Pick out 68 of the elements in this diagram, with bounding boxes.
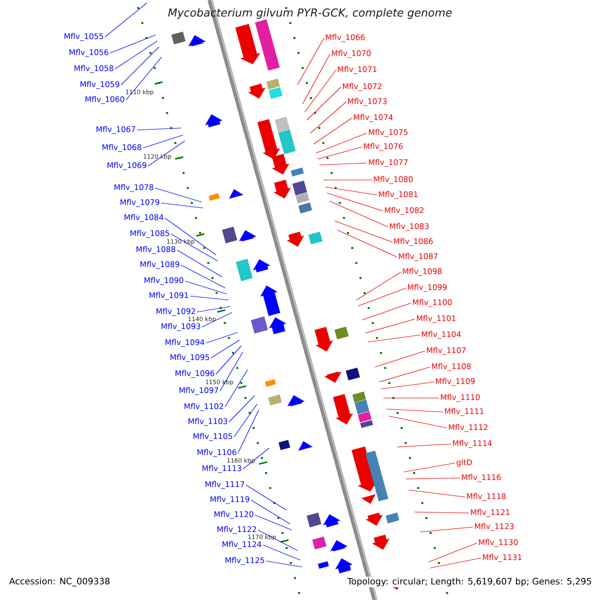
leader-line (254, 514, 292, 530)
leader-line (160, 202, 204, 208)
leader-line (126, 56, 162, 100)
leader-line (228, 395, 256, 422)
title: Mycobacterium gilvum PYR-GCK, complete genome (168, 8, 452, 19)
leader-line (250, 500, 290, 524)
leader-line (170, 234, 218, 262)
leader-line (302, 54, 330, 104)
leader-line (104, 2, 148, 38)
leader-line (154, 188, 202, 202)
leader-line (297, 38, 324, 86)
leader-line (365, 318, 416, 334)
leader-line (358, 288, 406, 306)
leader-line (238, 410, 260, 454)
leader-line (190, 296, 229, 300)
leader-line (356, 272, 402, 300)
leader-line (246, 484, 287, 510)
leader-line (420, 526, 474, 532)
leader-line (196, 306, 231, 312)
leader-line (220, 352, 244, 392)
leader-line (378, 366, 430, 382)
leader-line (319, 162, 368, 166)
leader-line (216, 346, 242, 374)
leader-line (224, 369, 248, 408)
leader-line (430, 558, 482, 568)
footer-text: Topology: circular; Length: 5,619,607 bp; Genes: 5,295 (346, 576, 593, 588)
leader-line (306, 86, 342, 120)
leader-line (362, 302, 412, 320)
leader-line (404, 462, 456, 472)
leader-line (317, 146, 362, 160)
leader-line (396, 444, 452, 448)
leader-line (120, 46, 160, 86)
leader-line (110, 34, 156, 54)
leader-line (380, 382, 434, 390)
leader-line (176, 250, 222, 278)
leader-line (326, 192, 384, 212)
leader-line (386, 408, 444, 412)
leader-line (304, 70, 336, 112)
leader-line (262, 544, 300, 560)
leader-line (142, 134, 184, 148)
leader-line (114, 40, 158, 70)
leader-line (313, 118, 352, 144)
leader-line (334, 220, 392, 242)
leader-line (242, 448, 270, 470)
leader-line (428, 542, 478, 562)
leader-line (210, 340, 240, 358)
footer-text: Accession: NC_009338 (8, 576, 112, 588)
leader-line (336, 230, 398, 258)
leader-line (258, 530, 298, 551)
leader-line (234, 404, 258, 438)
leader-line (202, 312, 232, 328)
leader-line (388, 416, 448, 428)
leader-line (148, 140, 186, 166)
leader-line (374, 350, 426, 368)
leader-line (180, 264, 226, 288)
leader-line (368, 334, 420, 342)
leader-line (310, 102, 346, 134)
leader-line (328, 200, 388, 228)
leader-line (164, 218, 216, 256)
leader-line (414, 512, 470, 514)
leader-line (206, 332, 238, 344)
leader-line (316, 132, 368, 154)
leader-line (325, 186, 378, 196)
leader-line (405, 478, 460, 480)
leader-line (136, 128, 182, 130)
leader-line (266, 560, 302, 568)
leader-line (408, 490, 466, 498)
leader-line (184, 280, 228, 294)
